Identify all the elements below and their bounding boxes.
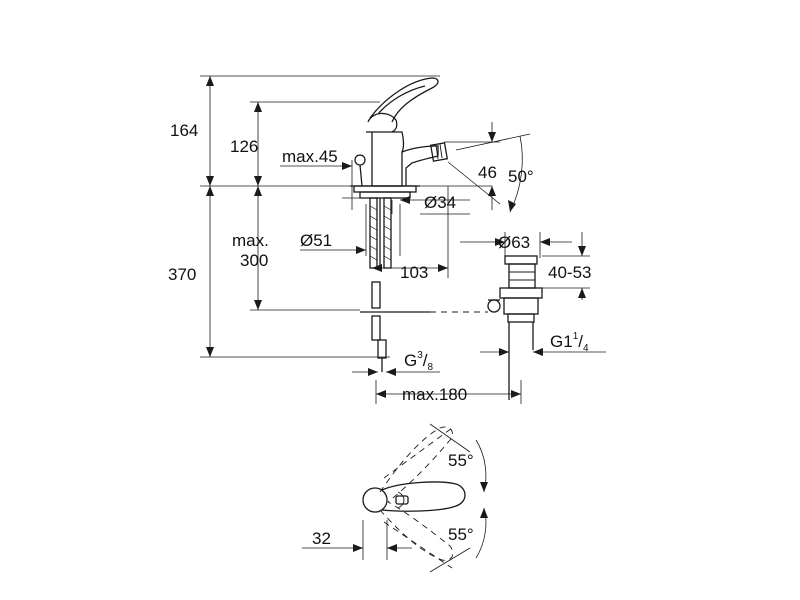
label-103: 103 <box>400 263 428 282</box>
dimension-103 <box>372 186 449 278</box>
label-g1-1-4: G11/4 <box>550 331 589 354</box>
label-max45: max.45 <box>282 147 338 166</box>
label-40-53: 40-53 <box>548 263 591 282</box>
dimension-diameter-34 <box>391 196 470 215</box>
label-164: 164 <box>170 121 198 140</box>
dimension-diameter-63 <box>460 232 572 258</box>
label-max: max. <box>232 231 269 250</box>
label-370: 370 <box>168 265 196 284</box>
label-55-degrees-top: 55° <box>448 451 474 470</box>
label-55-degrees-bottom: 55° <box>448 525 474 544</box>
dimension-32 <box>302 520 412 560</box>
dimension-diameter-51 <box>300 204 401 256</box>
dimension-max45 <box>280 160 365 210</box>
label-32: 32 <box>312 529 331 548</box>
label-diameter-63: Ø63 <box>498 233 530 252</box>
label-max180: max.180 <box>402 385 467 404</box>
waste-fitting <box>487 255 543 400</box>
label-g-3-8: G3/8 <box>404 350 434 373</box>
angle-55-top <box>429 423 488 493</box>
dimension-g1-1-4 <box>480 348 606 356</box>
label-126: 126 <box>230 137 258 156</box>
dimension-164 <box>200 75 440 186</box>
label-300: 300 <box>240 251 268 270</box>
dimension-370 <box>200 186 390 358</box>
dimension-max-300 <box>250 186 360 311</box>
faucet-side-view <box>350 77 449 199</box>
dimension-126 <box>250 101 380 186</box>
supply-hoses <box>369 197 392 270</box>
label-46: 46 <box>478 163 497 182</box>
dimension-g-3-8 <box>352 368 440 376</box>
faucet-top-view <box>362 426 466 569</box>
pop-up-rod <box>360 281 488 372</box>
label-diameter-34: Ø34 <box>424 193 456 212</box>
dimension-max180 <box>375 380 522 404</box>
label-50-degrees: 50° <box>508 167 534 186</box>
dimension-46-50deg <box>444 122 531 213</box>
angle-55-bottom <box>429 507 488 573</box>
dimension-40-53 <box>542 232 590 300</box>
label-diameter-51: Ø51 <box>300 231 332 250</box>
